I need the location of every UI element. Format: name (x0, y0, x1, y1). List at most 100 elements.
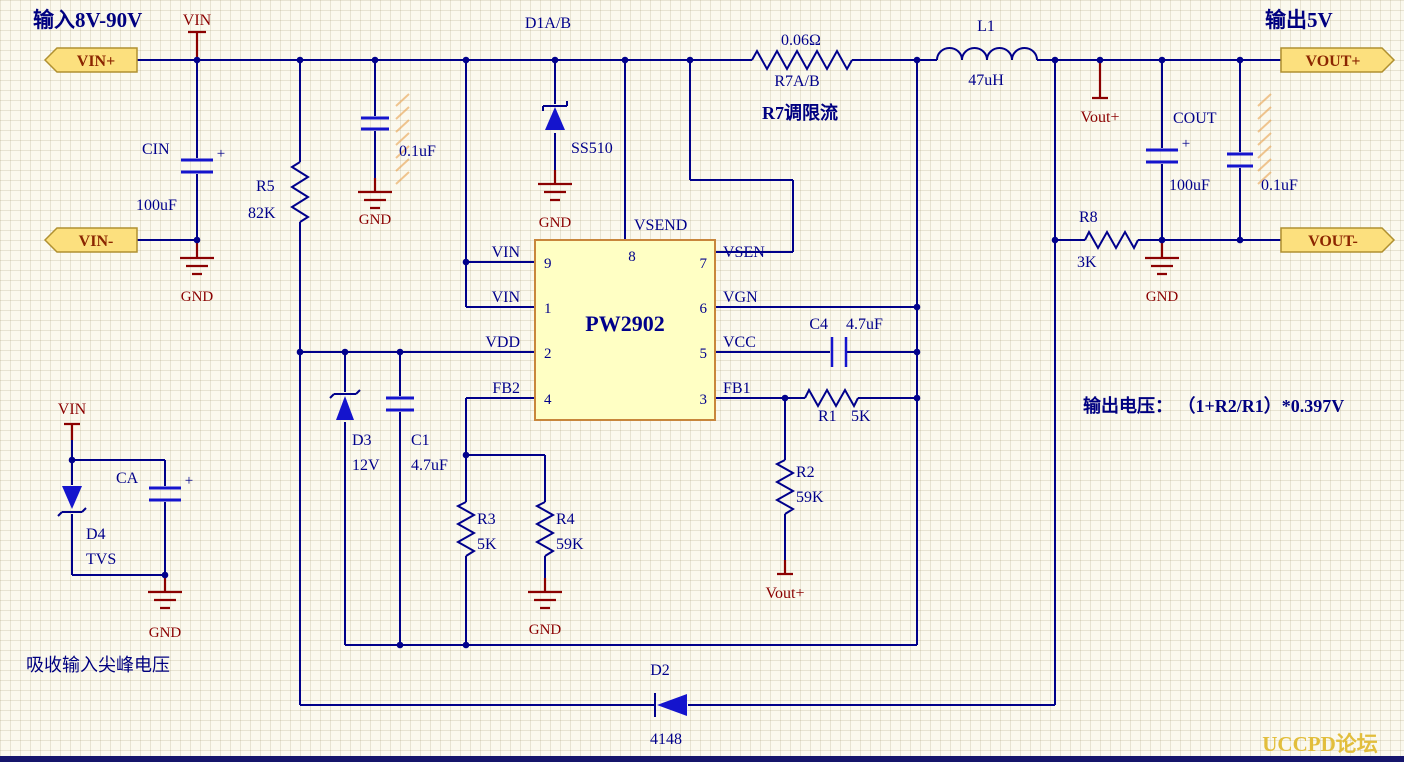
gnd-symbol-vinminus[interactable]: GND (180, 240, 214, 305)
value-label: SS510 (571, 140, 613, 157)
gnd-label: GND (181, 289, 214, 305)
capacitor-c4[interactable]: C4 4.7uF (809, 316, 883, 367)
hatch-decoration-left (395, 93, 410, 185)
title-input-range: 输入8V-90V (33, 8, 142, 32)
pin-number: 4 (544, 392, 552, 408)
net-flag-vout-low[interactable]: Vout+ (766, 560, 805, 602)
pin-number: 3 (700, 392, 708, 408)
diode-d4-tvs[interactable]: D4 TVS (57, 486, 116, 568)
port-label: VOUT+ (1305, 53, 1360, 70)
ref-designator: C1 (411, 432, 430, 449)
pin-label-vin9: VIN (492, 244, 521, 261)
polarity-plus: + (217, 146, 225, 162)
sheet-bottom-border (0, 756, 1404, 762)
net-flag-vin-bottom[interactable]: VIN (58, 401, 87, 440)
pin-number: 9 (544, 256, 552, 272)
value-label: 0.06Ω (781, 32, 821, 49)
net-label-vout: Vout+ (766, 585, 805, 602)
value-label: 100uF (1169, 177, 1210, 194)
resistor-r3[interactable]: R3 5K (455, 501, 497, 557)
note-current-limit: R7调限流 (762, 102, 838, 123)
net-label-vin: VIN (183, 12, 212, 29)
gnd-symbol-voutminus[interactable]: GND (1145, 240, 1179, 305)
diode-d1[interactable]: D1A/B SS510 (525, 15, 613, 157)
capacitor-cin[interactable]: + CIN 100uF (136, 141, 225, 214)
port-vout-plus[interactable]: VOUT+ (1280, 47, 1396, 73)
capacitor-cout[interactable]: + COUT 100uF (1146, 110, 1217, 194)
gnd-label: GND (1146, 289, 1179, 305)
title-output: 输出5V (1265, 8, 1333, 32)
pin-number: 7 (700, 256, 708, 272)
ref-designator: R2 (796, 464, 815, 481)
ref-designator: CIN (142, 141, 170, 158)
ref-designator: D3 (352, 432, 372, 449)
gnd-symbol-ca[interactable]: GND (148, 575, 182, 641)
resistor-r8[interactable]: R8 3K (1077, 209, 1139, 271)
ref-designator: R5 (256, 178, 275, 195)
value-label: 0.1uF (399, 143, 436, 160)
resistor-r7[interactable]: 0.06Ω R7A/B (751, 32, 853, 90)
diode-d3[interactable]: D3 12V (329, 389, 380, 474)
ref-designator: R1 (818, 408, 837, 425)
diode-d2[interactable]: D2 4148 (650, 662, 687, 748)
inductor-l1[interactable]: L1 47uH (936, 18, 1038, 89)
port-label: VIN+ (77, 53, 115, 70)
value-label: 82K (248, 205, 276, 222)
pin-number: 5 (700, 346, 708, 362)
value-label: 4148 (650, 731, 682, 748)
gnd-symbol-d1[interactable]: GND (538, 170, 572, 231)
net-label-vout: Vout+ (1081, 109, 1120, 126)
capacitor-input-small[interactable]: 0.1uF (361, 116, 436, 160)
ref-designator: L1 (977, 18, 995, 35)
note-output-voltage-formula: 输出电压： （1+R2/R1）*0.397V (1083, 395, 1344, 416)
note-absorb-spike: 吸收输入尖峰电压 (26, 655, 170, 675)
pin-label-vsend: VSEND (634, 217, 687, 234)
value-label: 0.1uF (1261, 177, 1298, 194)
value-label: 59K (796, 489, 824, 506)
resistor-r1[interactable]: R1 5K (804, 387, 871, 425)
value-label: 100uF (136, 197, 177, 214)
port-vin-plus[interactable]: VIN+ (43, 47, 138, 73)
ref-designator: R4 (556, 511, 575, 528)
polarity-plus: + (185, 473, 193, 489)
value-label: 5K (477, 536, 497, 553)
capacitor-ca[interactable]: + CA (116, 470, 193, 502)
resistor-r4[interactable]: R4 59K (534, 501, 584, 557)
pin-number: 1 (544, 301, 552, 317)
pin-label-vsen: VSEN (723, 244, 765, 261)
pin-label-vdd: VDD (485, 334, 520, 351)
value-label: 47uH (968, 72, 1004, 89)
value-label: 59K (556, 536, 584, 553)
resistor-r5[interactable]: R5 82K (248, 161, 310, 223)
value-label: 3K (1077, 254, 1097, 271)
ref-designator: D1A/B (525, 15, 571, 32)
gnd-symbol-r4[interactable]: GND (528, 578, 562, 638)
ref-designator: R8 (1079, 209, 1098, 226)
pin-label-fb2: FB2 (492, 380, 520, 397)
ic-name: PW2902 (585, 311, 664, 336)
port-vout-minus[interactable]: VOUT- (1280, 227, 1396, 253)
value-label: 5K (851, 408, 871, 425)
resistor-r2[interactable]: R2 59K (774, 459, 824, 515)
net-flag-vin-top[interactable]: VIN (183, 12, 212, 60)
net-flag-vout-mid[interactable]: Vout+ (1081, 60, 1120, 126)
capacitor-output-small[interactable]: 0.1uF (1227, 152, 1298, 194)
gnd-symbol-cinsmall[interactable]: GND (358, 178, 392, 228)
pin-number: 2 (544, 346, 552, 362)
junction-dots (68, 56, 1244, 649)
ref-designator: D2 (650, 662, 670, 679)
gnd-label: GND (539, 215, 572, 231)
value-label: 4.7uF (846, 316, 883, 333)
pin-label-vgn: VGN (723, 289, 758, 306)
ref-designator: D4 (86, 526, 106, 543)
port-label: VIN- (79, 233, 114, 250)
pin-number: 6 (700, 301, 708, 317)
pin-label-fb1: FB1 (723, 380, 751, 397)
ic-pw2902[interactable]: PW2902 9 1 2 4 8 7 6 5 3 VIN VIN VDD FB2… (485, 217, 765, 421)
capacitor-c1[interactable]: C1 4.7uF (386, 396, 448, 474)
ref-designator: COUT (1173, 110, 1217, 127)
port-vin-minus[interactable]: VIN- (43, 227, 138, 253)
hatch-decoration-right (1257, 93, 1272, 185)
